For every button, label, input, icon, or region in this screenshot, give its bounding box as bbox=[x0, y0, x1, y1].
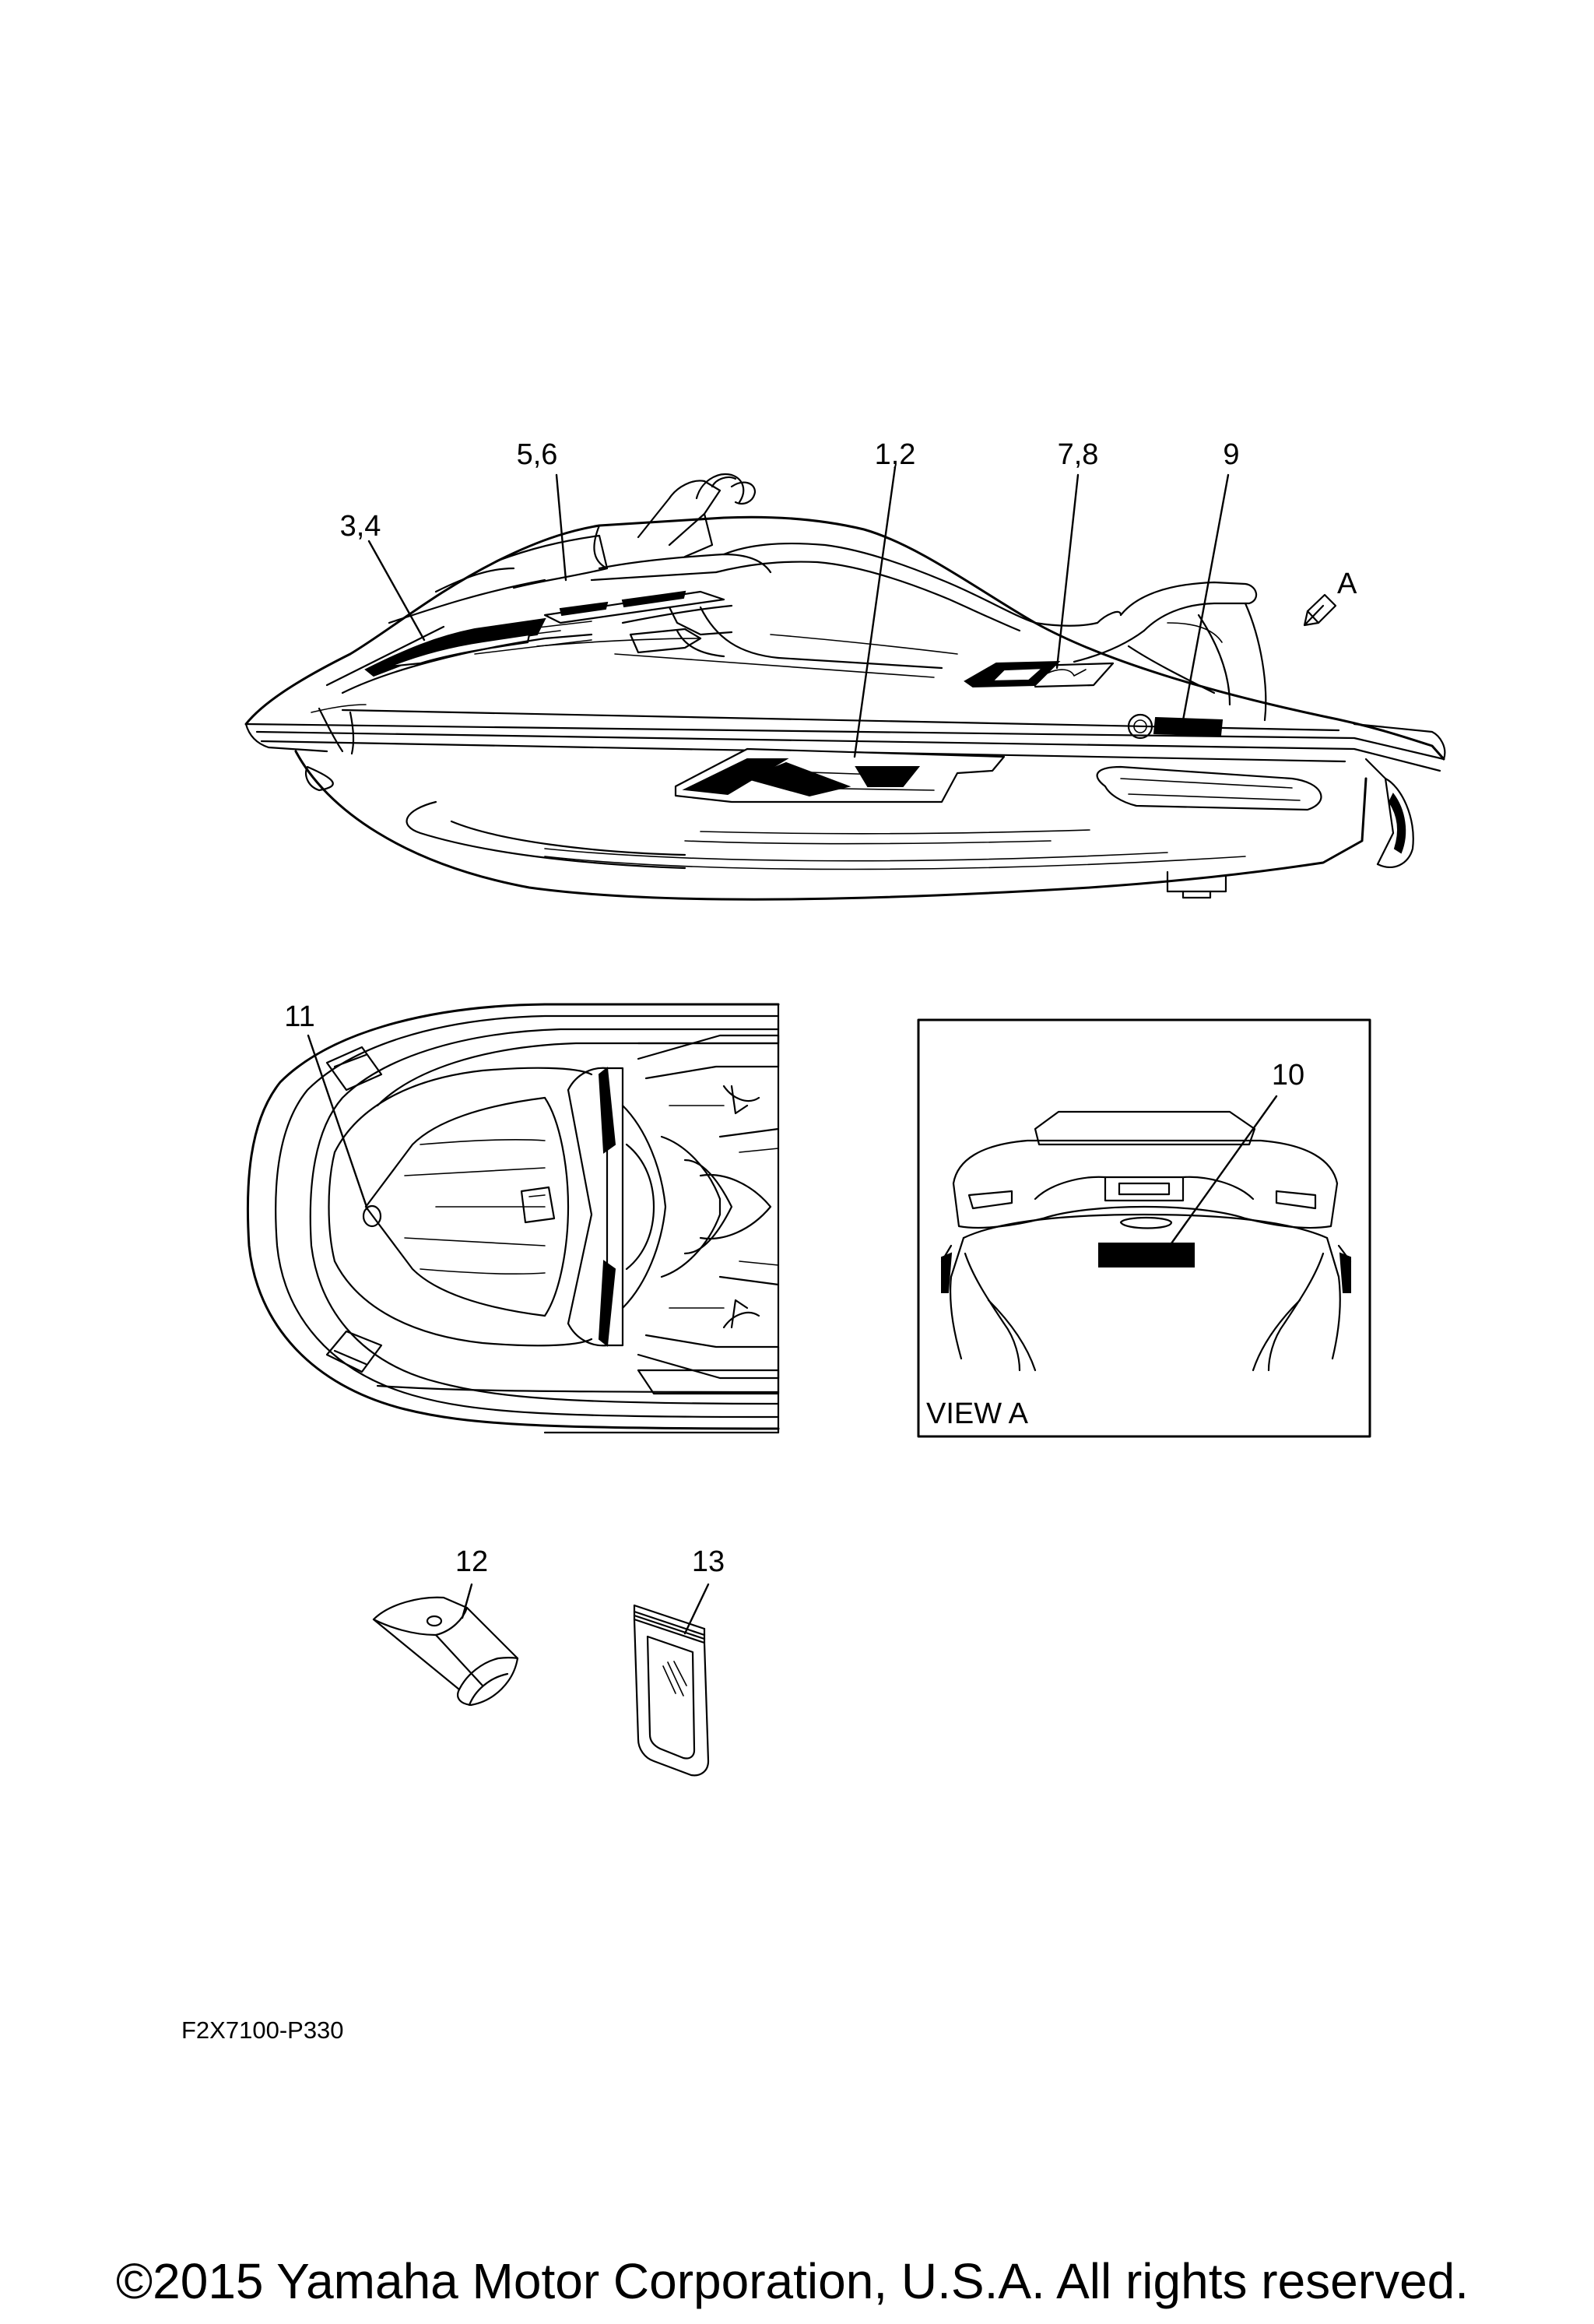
item-12-pouch bbox=[372, 1596, 519, 1707]
top-view-callouts: 11 bbox=[284, 1000, 369, 1211]
side-view-leaders bbox=[367, 466, 1230, 758]
view-arrow-letter: A bbox=[1337, 568, 1357, 600]
callout-5-6: 5,6 bbox=[517, 438, 558, 471]
reference-code: F2X7100-P330 bbox=[181, 2016, 344, 2044]
view-a-label: VIEW A bbox=[926, 1398, 1029, 1430]
callout-7-8: 7,8 bbox=[1058, 438, 1099, 471]
callout-10: 10 bbox=[1272, 1059, 1304, 1092]
view-a-panel: YAMAHA bbox=[917, 1018, 1371, 1438]
callout-9: 9 bbox=[1223, 438, 1239, 471]
item-13-document-bag bbox=[633, 1604, 710, 1777]
watercraft-top-view bbox=[246, 1003, 780, 1434]
view-a-frame bbox=[917, 1018, 1371, 1438]
callout-11: 11 bbox=[284, 1000, 314, 1033]
hull-brand-text: YAMAHA bbox=[1159, 722, 1210, 735]
callout-13: 13 bbox=[692, 1545, 725, 1578]
side-view-callouts: 1,2 3,4 5,6 7,8 9 bbox=[340, 438, 1240, 543]
view-a-callouts: 10 VIEW A bbox=[926, 1059, 1304, 1430]
callout-1-2: 1,2 bbox=[875, 438, 916, 471]
item-12-callout: 12 bbox=[455, 1545, 488, 1619]
item-13-callout: 13 bbox=[683, 1545, 725, 1635]
watercraft-side-view: YAMAHA bbox=[244, 473, 1446, 901]
callout-3-4: 3,4 bbox=[340, 510, 381, 543]
view-direction-arrow: A bbox=[1303, 568, 1357, 627]
copyright-notice: ©2015 Yamaha Motor Corporation, U.S.A. A… bbox=[116, 2253, 1469, 2309]
rear-brand-text: YAMAHA bbox=[1108, 1250, 1159, 1263]
callout-12: 12 bbox=[455, 1545, 488, 1578]
